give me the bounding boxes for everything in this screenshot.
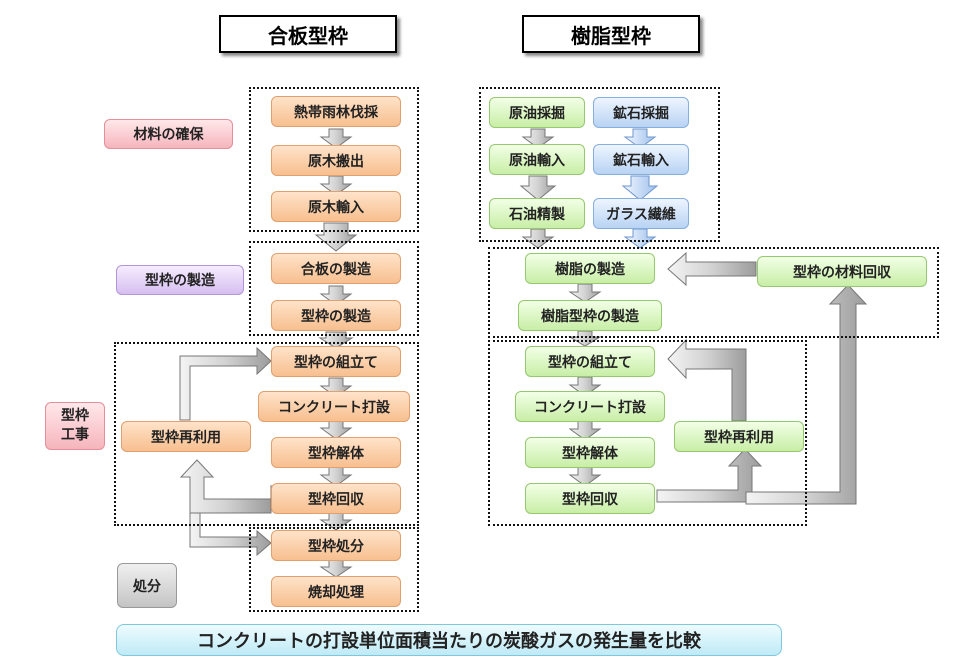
- resin-step-concrete-pouring: コンクリート打設: [515, 391, 665, 422]
- plywood-step-logging: 熱帯雨林伐採: [271, 96, 401, 127]
- manufacture-group-box: [249, 241, 419, 336]
- material-group-box: [249, 87, 419, 232]
- plywood-formwork-title: 合板型枠: [219, 15, 397, 53]
- resin-manufacture: 樹脂の製造: [525, 253, 655, 284]
- down-arrow: [521, 228, 555, 249]
- construction-group-box: [114, 342, 419, 526]
- down-arrow: [623, 228, 657, 249]
- recover-to-reuse-arrow: [179, 459, 272, 514]
- resin-reuse: 型枠再利用: [674, 421, 804, 452]
- recovery-to-resin-arrow: [667, 251, 757, 287]
- reuse-to-assembly-arrow: [667, 338, 747, 422]
- plywood-step-plywood-manufacture: 合板の製造: [271, 253, 401, 284]
- resin-ore-import: 鉱石輸入: [593, 144, 689, 175]
- resin-formwork-manufacture: 樹脂型枠の製造: [518, 300, 662, 331]
- down-arrow: [568, 283, 602, 303]
- resin-oil-extraction: 原油採掘: [489, 97, 585, 128]
- comparison-banner: コンクリートの打設単位面積当たりの炭酸ガスの発生量を比較: [116, 624, 782, 656]
- resin-ore-mining: 鉱石採掘: [593, 97, 689, 128]
- recover-to-material-recovery-arrow: [745, 284, 868, 505]
- down-arrow: [521, 128, 555, 149]
- resin-oil-import: 原油輸入: [489, 144, 585, 175]
- plywood-step-concrete-pouring: コンクリート打設: [258, 391, 410, 422]
- plywood-step-log-transport: 原木搬出: [271, 145, 401, 176]
- down-arrow: [568, 466, 602, 487]
- stage-label-manufacture: 型枠の製造: [116, 265, 244, 295]
- resin-construction-group-box: [488, 340, 807, 526]
- down-arrow: [319, 466, 353, 487]
- stage-label-construction: 型枠工事: [45, 402, 105, 450]
- plywood-step-recovery: 型枠回収: [271, 483, 401, 514]
- plywood-step-assembly: 型枠の組立て: [271, 346, 401, 377]
- disposal-group-box: [249, 527, 419, 612]
- resin-step-recovery: 型枠回収: [525, 483, 655, 514]
- plywood-reuse: 型枠再利用: [121, 421, 251, 452]
- down-arrow: [319, 175, 353, 196]
- plywood-step-formwork-manufacture: 型枠の製造: [271, 300, 401, 331]
- down-arrow: [319, 285, 353, 306]
- plywood-step-incineration: 焼却処理: [271, 576, 401, 607]
- stage-label-disposal: 処分: [117, 563, 177, 608]
- down-arrow: [621, 175, 659, 201]
- resin-material-recovery: 型枠の材料回収: [757, 256, 927, 287]
- resin-manufacture-group-box: [488, 247, 939, 338]
- down-arrow: [519, 175, 557, 201]
- resin-oil-refining: 石油精製: [489, 198, 585, 229]
- recover-to-reuse-arrow-resin: [656, 448, 763, 503]
- resin-step-dismantling: 型枠解体: [525, 437, 655, 468]
- down-arrow: [568, 376, 602, 397]
- resin-formwork-title: 樹脂型枠: [522, 15, 700, 53]
- stage-label-material: 材料の確保: [104, 119, 233, 149]
- down-arrow: [319, 128, 353, 149]
- plywood-step-dismantling: 型枠解体: [271, 437, 401, 468]
- down-arrow: [319, 559, 353, 578]
- down-arrow: [623, 128, 657, 149]
- down-arrow: [568, 420, 602, 441]
- plywood-step-disposal: 型枠処分: [271, 530, 401, 561]
- resin-material-group-box: [479, 87, 720, 242]
- resin-step-assembly: 型枠の組立て: [525, 346, 655, 377]
- plywood-step-log-import: 原木輸入: [271, 191, 401, 222]
- resin-glass-fiber: ガラス繊維: [593, 198, 689, 229]
- reuse-arrow-up: [179, 346, 272, 421]
